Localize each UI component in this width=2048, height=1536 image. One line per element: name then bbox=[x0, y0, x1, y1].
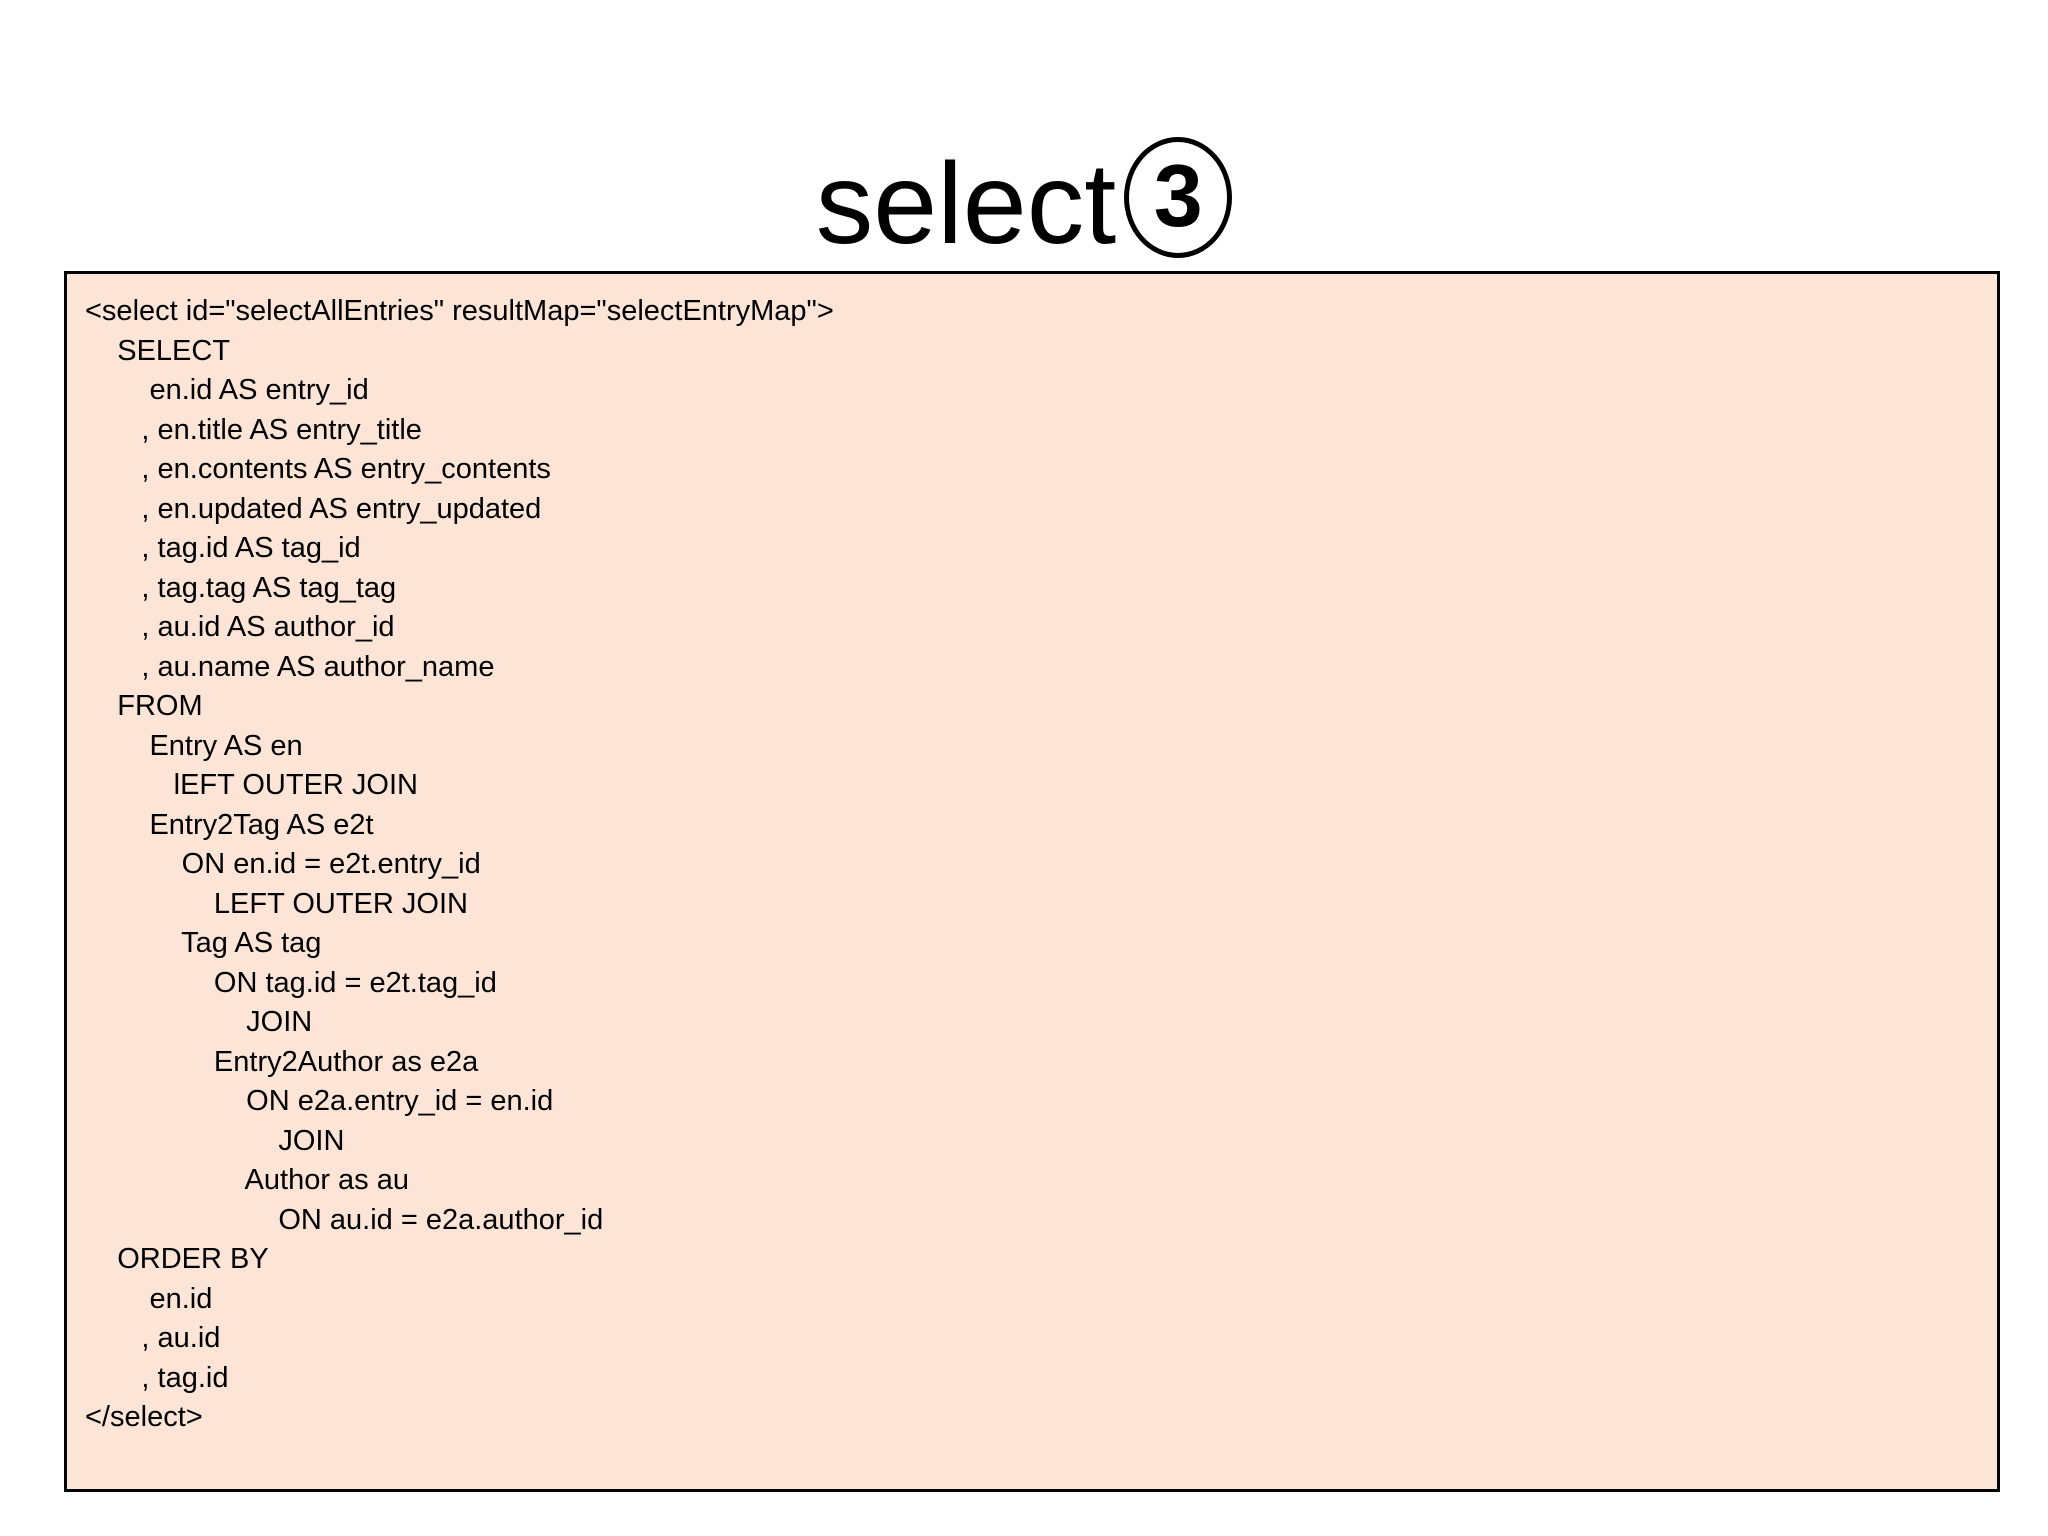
code-line: ON en.id = e2t.entry_id bbox=[85, 848, 481, 880]
code-line: SELECT bbox=[85, 334, 231, 367]
code-line: ON au.id = e2a.author_id bbox=[85, 1203, 604, 1236]
code-line: en.id bbox=[85, 1282, 213, 1315]
slide-title: select 3 bbox=[0, 137, 2048, 262]
code-line: Entry2Author as e2a bbox=[85, 1045, 479, 1078]
code-line: Entry AS en bbox=[85, 729, 303, 762]
code-line: ON e2a.entry_id = en.id bbox=[85, 1085, 554, 1117]
code-line: ON tag.id = e2t.tag_id bbox=[85, 966, 497, 999]
code-line: ORDER BY bbox=[85, 1243, 269, 1275]
code-line: Tag AS tag bbox=[85, 927, 322, 959]
code-line: , tag.id bbox=[85, 1361, 229, 1394]
circled-3-badge: 3 bbox=[1124, 137, 1233, 258]
code-line: , au.name AS author_name bbox=[85, 650, 495, 683]
code-line: Entry2Tag AS e2t bbox=[85, 808, 374, 841]
code-line: LEFT OUTER JOIN bbox=[85, 887, 468, 920]
code-line: , au.id AS author_id bbox=[85, 611, 395, 643]
code-line: en.id AS entry_id bbox=[85, 374, 369, 406]
code-line: , tag.id AS tag_id bbox=[85, 532, 361, 564]
code-line: , en.title AS entry_title bbox=[85, 413, 422, 446]
slide-title-text: select bbox=[815, 140, 1117, 268]
code-line: FROM bbox=[85, 690, 203, 722]
code-line: , tag.tag AS tag_tag bbox=[85, 571, 397, 604]
code-line: , au.id bbox=[85, 1322, 221, 1354]
code-line: lEFT OUTER JOIN bbox=[85, 769, 418, 801]
code-line: JOIN bbox=[85, 1006, 313, 1038]
code-line: JOIN bbox=[85, 1124, 345, 1157]
code-line: , en.updated AS entry_updated bbox=[85, 492, 542, 525]
code-box: <select id="selectAllEntries" resultMap=… bbox=[64, 271, 2000, 1492]
code-line: , en.contents AS entry_contents bbox=[85, 453, 551, 485]
code-line: <select id="selectAllEntries" resultMap=… bbox=[85, 295, 834, 327]
code-line: Author as au bbox=[85, 1164, 409, 1196]
code-line: </select> bbox=[85, 1401, 203, 1433]
